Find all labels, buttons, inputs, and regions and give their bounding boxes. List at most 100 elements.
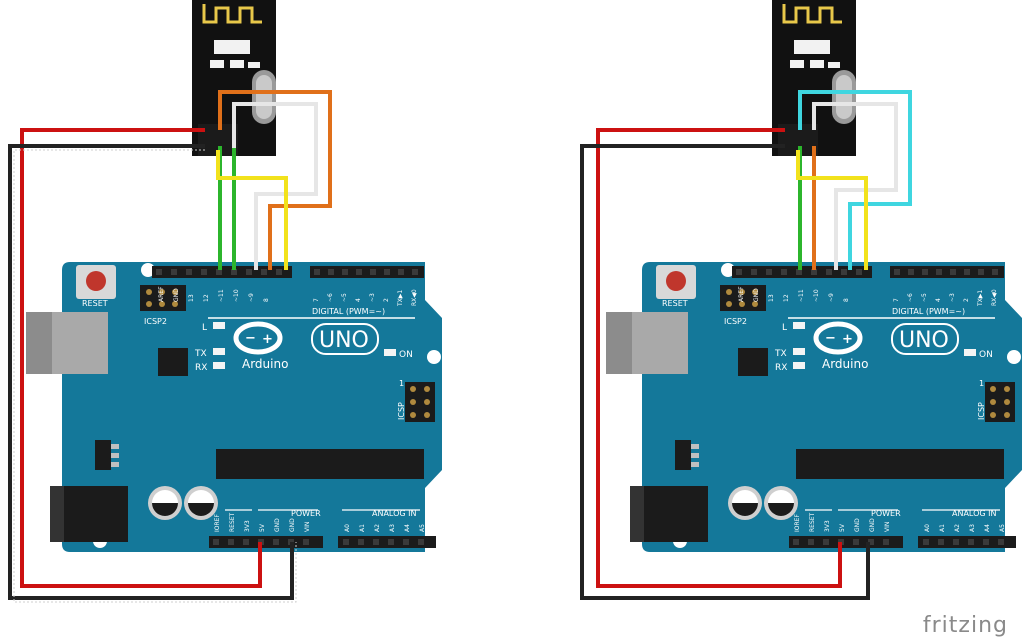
- pin-label: 4: [355, 298, 362, 302]
- pin-label: GND: [869, 518, 876, 532]
- pin-label: A2: [954, 524, 961, 532]
- wire-black-gnd-left: [8, 144, 294, 600]
- pin-label: ~9: [828, 293, 835, 302]
- wire-yellow-right: [796, 150, 868, 270]
- digital-header-label: DIGITAL (PWM=~): [312, 307, 385, 316]
- wire-red-3v3-right: [596, 128, 842, 588]
- pin-label: A1: [359, 524, 366, 532]
- power-pin-labels-left: IOREF RESET 3V3 5V GND GND VIN: [214, 512, 311, 532]
- led-rx-label: RX: [775, 363, 787, 373]
- reset-label: RESET: [82, 299, 108, 308]
- pin-label: IOREF: [214, 514, 221, 532]
- logo-uno: UNO: [319, 328, 369, 353]
- pin-label: 3V3: [824, 520, 831, 532]
- pin-label: ~5: [341, 293, 348, 302]
- logo-arduino: Arduino: [242, 357, 288, 371]
- pin-label: 3V3: [244, 520, 251, 532]
- wire-black-gnd-right: [580, 144, 870, 600]
- pin-label: ~11: [798, 289, 805, 302]
- pin-label: ~5: [921, 293, 928, 302]
- pin-label: RESET: [229, 512, 236, 532]
- icsp-pin1-label: 1: [979, 379, 984, 388]
- digital-header-label: DIGITAL (PWM=~): [892, 307, 965, 316]
- pin-label: 5V: [839, 523, 846, 532]
- pin-label: VIN: [304, 522, 311, 532]
- wire-cyan-right: [798, 90, 912, 270]
- pin-label: 13: [188, 294, 195, 302]
- wire-red-3v3-left: [20, 128, 262, 588]
- power-label: POWER: [871, 509, 901, 518]
- pin-label: A5: [999, 524, 1006, 532]
- pin-label: 7: [893, 298, 900, 302]
- pin-label: 8: [263, 298, 270, 302]
- led-on-label: ON: [979, 350, 993, 360]
- left-system: RESET ICSP2 L TX RX ON UNO Arduino DIGIT…: [8, 0, 442, 603]
- wire-white-left: [232, 102, 318, 270]
- pin-label: 5V: [259, 523, 266, 532]
- icsp2-label: ICSP2: [144, 317, 167, 326]
- pin-label: ~3: [949, 293, 956, 302]
- pin-label: VIN: [884, 522, 891, 532]
- pin-label: TX▶1: [977, 290, 984, 307]
- led-rx-label: RX: [195, 363, 207, 373]
- pin-label: GND: [289, 518, 296, 532]
- pin-label: A3: [389, 524, 396, 532]
- power-pin-labels-right: IOREF RESET 3V3 5V GND GND VIN: [794, 512, 891, 532]
- pin-label: ~3: [369, 293, 376, 302]
- pin-label: A4: [404, 524, 411, 532]
- pin-label: 12: [203, 294, 210, 302]
- digital-pin-labels-right: AREF GND 13 12 ~11 ~10 ~9 8 7 ~6 ~5 4 ~3…: [738, 286, 998, 307]
- led-l-label: L: [202, 323, 207, 333]
- pin-label: AREF: [158, 286, 165, 302]
- wire-yellow-left: [216, 150, 288, 270]
- icsp-label: ICSP: [397, 402, 406, 420]
- pin-label: RESET: [809, 512, 816, 532]
- pin-label: GND: [854, 518, 861, 532]
- nrf24l01-module-right: [770, 0, 858, 158]
- pin-label: 2: [383, 298, 390, 302]
- pin-label: 7: [313, 298, 320, 302]
- pin-label: A4: [984, 524, 991, 532]
- pin-label: GND: [753, 288, 760, 302]
- icsp2-label: ICSP2: [724, 317, 747, 326]
- pin-label: GND: [274, 518, 281, 532]
- pin-label: 4: [935, 298, 942, 302]
- pin-label: ~6: [907, 293, 914, 302]
- analog-label: ANALOG IN: [952, 509, 997, 518]
- pin-label: 12: [783, 294, 790, 302]
- pin-label: RX◀0: [411, 289, 418, 306]
- pin-label: A2: [374, 524, 381, 532]
- fritzing-watermark: fritzing: [922, 613, 1008, 638]
- pin-label: A0: [924, 524, 931, 532]
- pin-label: A0: [344, 524, 351, 532]
- analog-pin-labels-left: A0 A1 A2 A3 A4 A5: [344, 524, 426, 532]
- led-tx-label: TX: [194, 349, 207, 359]
- reset-label: RESET: [662, 299, 688, 308]
- analog-label: ANALOG IN: [372, 509, 417, 518]
- pin-label: ~9: [248, 293, 255, 302]
- icsp-label: ICSP: [977, 402, 986, 420]
- pin-label: ~6: [327, 293, 334, 302]
- pin-label: GND: [173, 288, 180, 302]
- pin-label: ~10: [233, 289, 240, 302]
- power-label: POWER: [291, 509, 321, 518]
- led-on-label: ON: [399, 350, 413, 360]
- pin-label: A1: [939, 524, 946, 532]
- pin-label: A5: [419, 524, 426, 532]
- digital-pin-labels-left: AREF GND 13 12 ~11 ~10 ~9 8 7 ~6 ~5 4 ~3…: [158, 286, 418, 307]
- pin-label: 8: [843, 298, 850, 302]
- pin-label: RX◀0: [991, 289, 998, 306]
- led-l-label: L: [782, 323, 787, 333]
- pin-label: TX▶1: [397, 290, 404, 307]
- logo-uno: UNO: [899, 328, 949, 353]
- pin-label: ~11: [218, 289, 225, 302]
- pin-label: A3: [969, 524, 976, 532]
- right-system: RESET ICSP2 L TX RX ON UNO Arduino DIGIT…: [580, 0, 1022, 600]
- pin-label: ~10: [813, 289, 820, 302]
- icsp-pin1-label: 1: [399, 379, 404, 388]
- led-tx-label: TX: [774, 349, 787, 359]
- pin-label: 13: [768, 294, 775, 302]
- pin-label: IOREF: [794, 514, 801, 532]
- logo-arduino: Arduino: [822, 357, 868, 371]
